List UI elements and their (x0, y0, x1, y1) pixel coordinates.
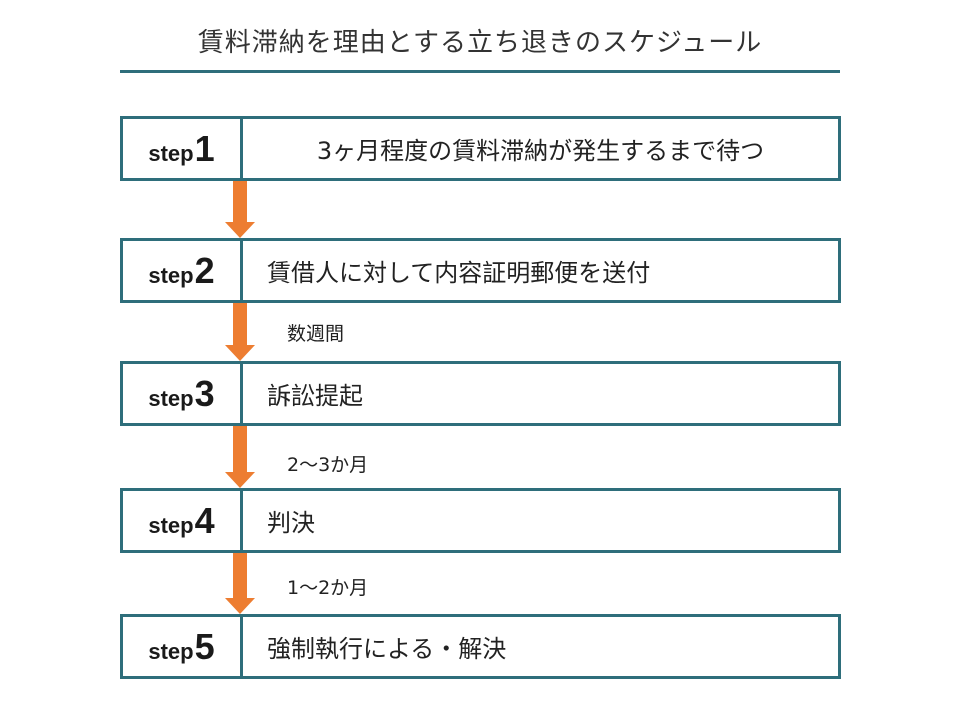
step-number: 5 (194, 625, 215, 667)
step-2-text: 賃借人に対して内容証明郵便を送付 (267, 259, 651, 287)
duration-note: 数週間 (287, 323, 345, 345)
step-word: step (148, 512, 194, 538)
step-4-text: 判決 (267, 509, 315, 537)
step-number: 4 (194, 499, 215, 541)
down-arrow-icon (225, 181, 255, 238)
down-arrow-icon (225, 553, 255, 614)
step-1-text: 3ヶ月程度の賃料滞納が発生するまで待つ (316, 137, 765, 165)
step-word: step (148, 262, 194, 288)
step-number: 2 (194, 249, 215, 291)
step-5-text: 強制執行による・解決 (267, 635, 507, 663)
down-arrow-icon (225, 426, 255, 488)
step-number: 1 (194, 127, 215, 169)
step-word: step (148, 385, 194, 411)
down-arrow-icon (225, 303, 255, 361)
duration-note: 1〜2か月 (287, 577, 369, 599)
step-number: 3 (194, 372, 215, 414)
step-3-text: 訴訟提起 (267, 382, 363, 410)
title-underline (120, 70, 840, 73)
step-word: step (148, 140, 194, 166)
duration-note: 2〜3か月 (287, 454, 369, 476)
step-word: step (148, 638, 194, 664)
diagram-title: 賃料滞納を理由とする立ち退きのスケジュール (197, 28, 763, 58)
